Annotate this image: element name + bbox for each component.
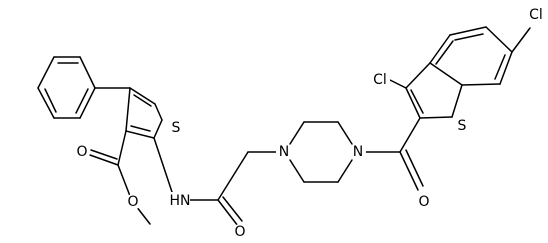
svg-text:Cl: Cl bbox=[529, 7, 543, 23]
svg-text:O: O bbox=[127, 194, 138, 210]
piperazine-nitrogen-left: N bbox=[276, 144, 292, 160]
ester-carbonyl-oxygen: O bbox=[74, 144, 90, 160]
piperazine-nitrogen-right: N bbox=[350, 144, 366, 160]
svg-text:O: O bbox=[234, 224, 245, 240]
svg-text:O: O bbox=[76, 144, 87, 160]
svg-text:O: O bbox=[418, 194, 429, 210]
svg-text:Cl: Cl bbox=[373, 72, 387, 88]
svg-text:S: S bbox=[172, 120, 181, 136]
amide-oxygen: O bbox=[232, 224, 248, 240]
thiophene-sulfur: S bbox=[167, 119, 185, 137]
chlorine-top: Cl bbox=[370, 70, 390, 88]
svg-text:N: N bbox=[353, 144, 363, 160]
amide-nh: HN bbox=[168, 192, 191, 209]
svg-text:N: N bbox=[279, 144, 289, 160]
ketone-oxygen: O bbox=[416, 194, 432, 210]
chlorine-right: Cl bbox=[526, 6, 546, 24]
atom-label-layer: S HN O N N O S Cl bbox=[74, 6, 546, 240]
bond-layer bbox=[37, 26, 531, 227]
svg-text:S: S bbox=[458, 118, 467, 134]
svg-text:HN: HN bbox=[170, 193, 191, 209]
ester-ether-oxygen: O bbox=[125, 194, 141, 210]
benzothiophene-sulfur: S bbox=[453, 117, 471, 135]
